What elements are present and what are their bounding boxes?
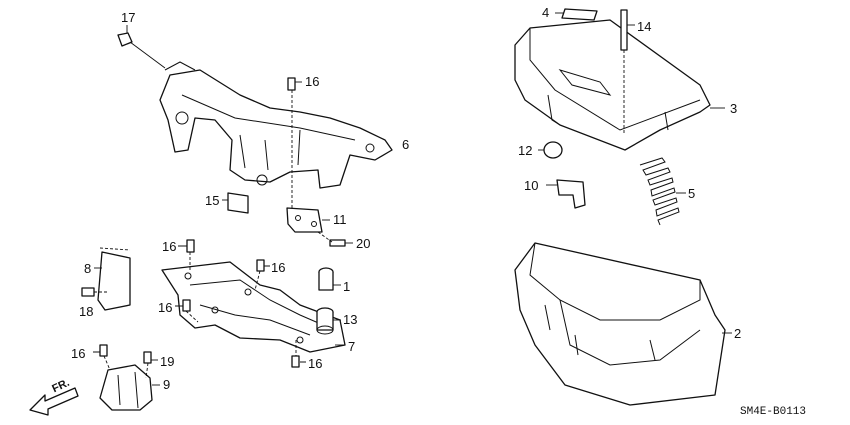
callout-16-top: 16	[305, 74, 320, 89]
base-plate-part-7	[161, 261, 346, 353]
pad-part-15	[222, 192, 249, 214]
callout-11: 11	[333, 212, 347, 227]
screw-part-14	[620, 9, 635, 135]
bolt-part-20	[317, 231, 353, 247]
callout-15: 15	[205, 193, 220, 208]
callout-13: 13	[343, 312, 358, 327]
callout-20: 20	[356, 236, 371, 251]
callout-14: 14	[637, 19, 652, 34]
callout-5: 5	[688, 186, 696, 201]
bracket-part-9	[99, 364, 160, 411]
pad-part-4	[555, 8, 598, 21]
callout-18: 18	[79, 304, 94, 319]
rubber-mount-part-13	[316, 307, 341, 335]
connector-part-10	[546, 179, 586, 209]
callout-16-left: 16	[162, 239, 177, 254]
bolt-part-17	[117, 25, 166, 69]
callout-16-bottom-left: 16	[71, 346, 86, 361]
bolt-part-16-upper	[287, 77, 302, 210]
grommet-part-1	[318, 267, 341, 291]
callout-16-mid: 16	[271, 260, 286, 275]
diagram-code: SM4E-B0113	[740, 406, 807, 418]
callout-9: 9	[163, 377, 171, 392]
bolts-part-16-lower	[93, 239, 306, 371]
callout-1: 1	[343, 279, 351, 294]
bolt-part-18	[81, 287, 108, 297]
box-cover-part-3	[514, 19, 725, 151]
box-base-part-2	[514, 242, 732, 406]
clip-part-12	[538, 141, 563, 159]
bolt-part-19	[143, 351, 158, 379]
plate-part-8	[94, 247, 131, 311]
callout-19: 19	[160, 354, 175, 369]
callout-7: 7	[348, 339, 356, 354]
callout-4: 4	[542, 5, 550, 20]
callout-16-bottom: 16	[308, 356, 323, 371]
callout-16-lower-left: 16	[158, 300, 173, 315]
bracket-part-11	[286, 207, 330, 233]
callout-12: 12	[518, 143, 533, 158]
front-direction-arrow	[29, 387, 79, 416]
callout-8: 8	[84, 261, 92, 276]
bracket-frame-part-6	[159, 61, 393, 189]
callout-3: 3	[730, 101, 738, 116]
callout-17: 17	[121, 10, 136, 25]
callout-10: 10	[524, 178, 539, 193]
callout-2: 2	[734, 326, 742, 341]
callout-6: 6	[402, 137, 410, 152]
spring-part-5	[639, 157, 686, 226]
